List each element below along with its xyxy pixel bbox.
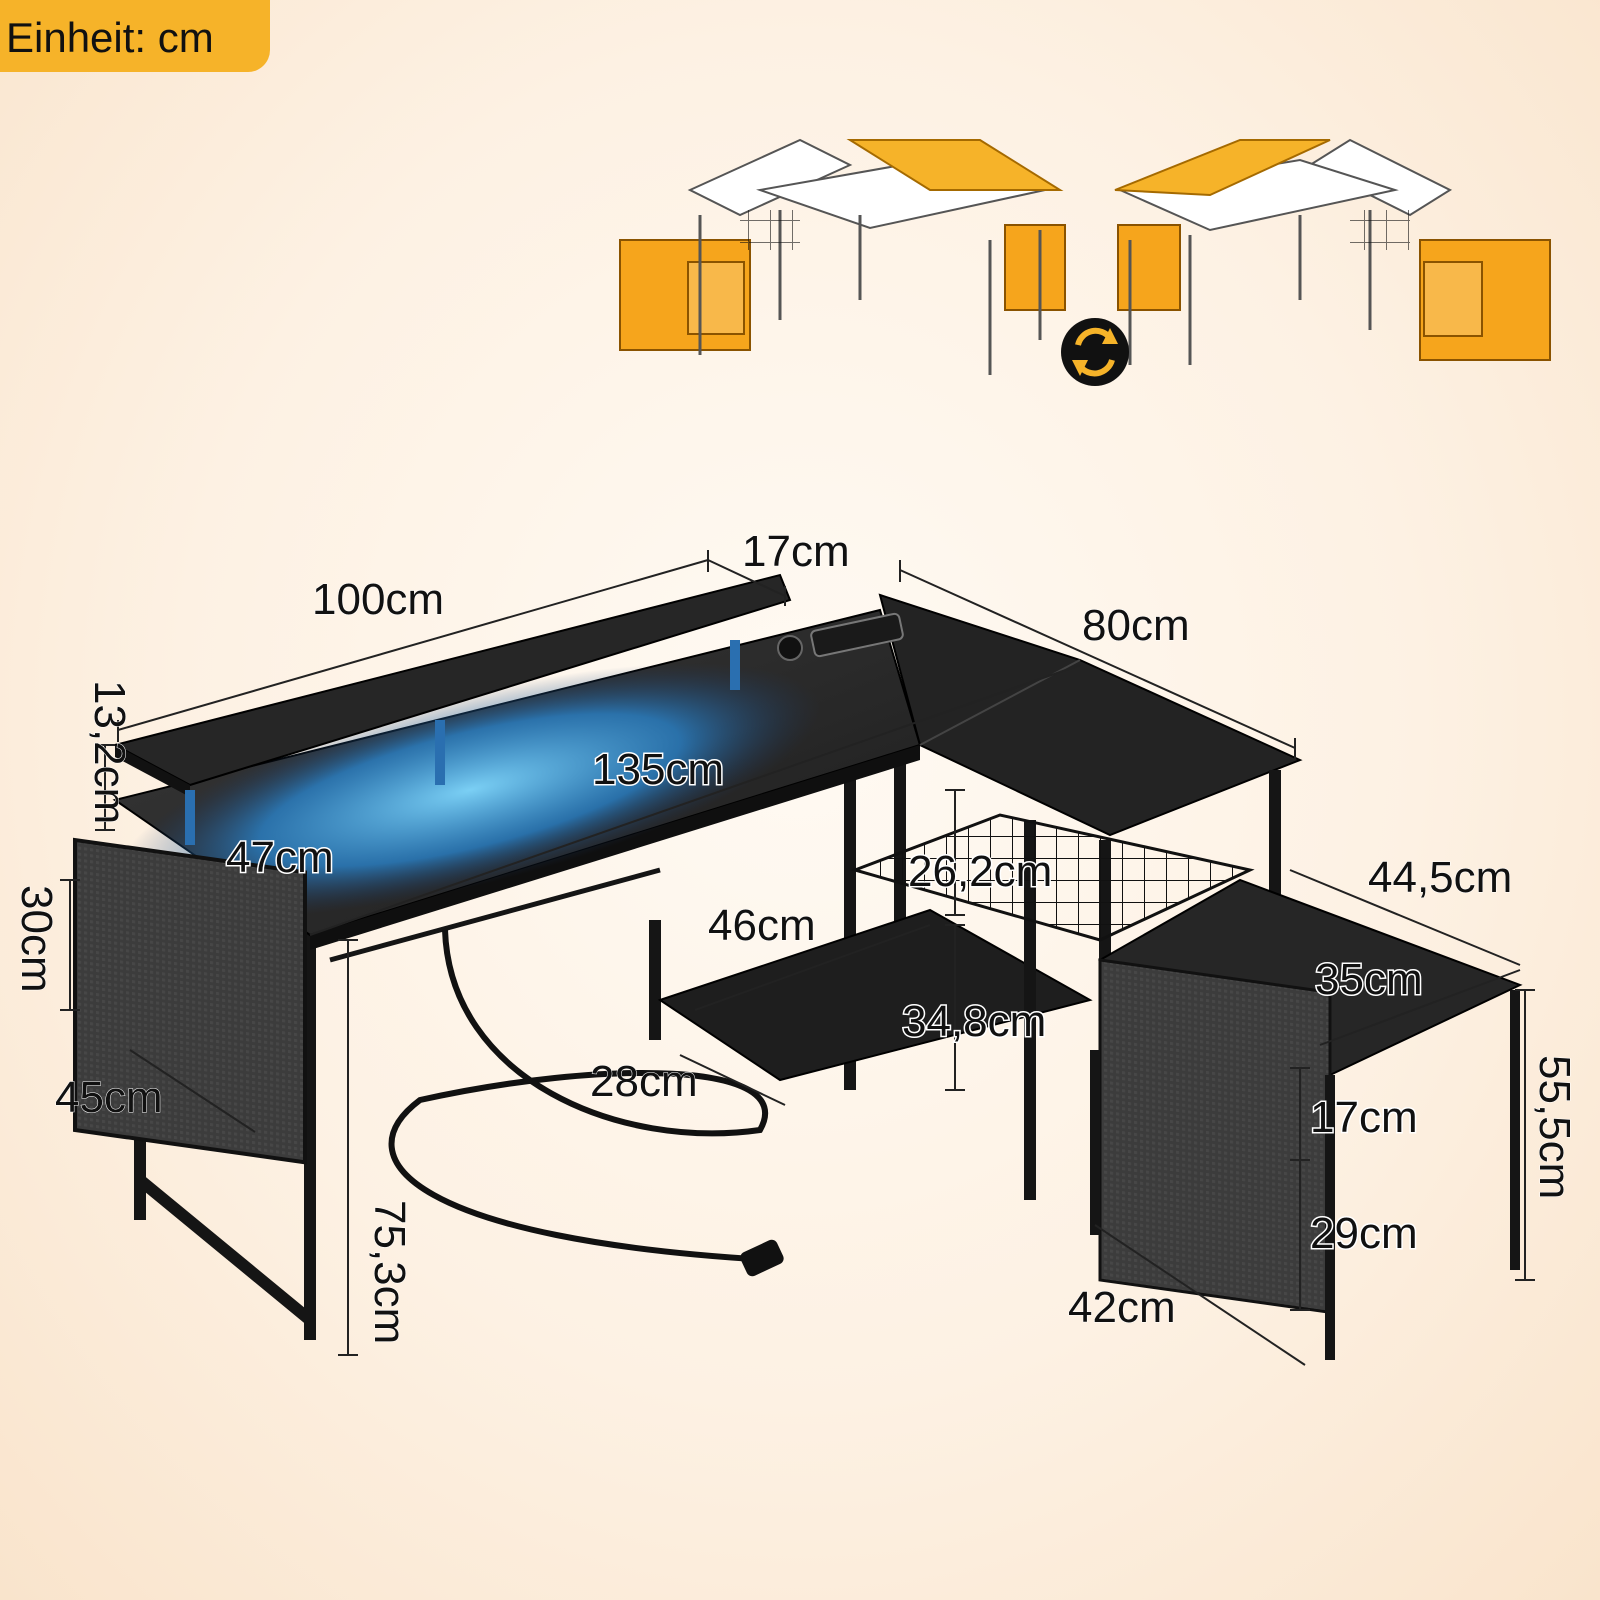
dimension-lines (60, 550, 1535, 1366)
dim-width-desk: 100cm (312, 575, 444, 624)
dim-lower-shelf-depth: 28cm (590, 1057, 698, 1106)
dim-drawer-top: 17cm (1310, 1093, 1418, 1142)
dim-riser-height: 13,2cm (85, 680, 134, 824)
dim-bag-height: 30cm (12, 885, 61, 993)
dim-shelf-width: 46cm (708, 901, 816, 950)
dim-desk-depth: 47cm (226, 833, 334, 882)
unit-label: Einheit: cm (6, 14, 214, 61)
dim-return-length: 80cm (1082, 601, 1190, 650)
dim-upper-shelf-height: 26,2cm (908, 847, 1052, 896)
dim-total-length: 135cm (592, 745, 724, 794)
dim-cabinet-top: 35cm (1315, 955, 1423, 1004)
config-left (619, 138, 1066, 375)
dim-bag-width: 45cm (55, 1073, 163, 1122)
unit-badge: Einheit: cm (0, 0, 270, 72)
dim-shelf-depth: 17cm (742, 527, 850, 576)
rotate-icon (1061, 318, 1129, 386)
dim-cabinet-height: 55,5cm (1530, 1055, 1579, 1199)
dim-cabinet-width: 42cm (1068, 1283, 1176, 1332)
dim-cabinet-depth: 44,5cm (1368, 853, 1512, 902)
dim-lower-shelf-height: 34,8cm (902, 997, 1046, 1046)
desk-illustration (73, 573, 1523, 1360)
dim-drawer-bottom: 29cm (1310, 1209, 1418, 1258)
dim-desk-height: 75,3cm (365, 1200, 414, 1344)
config-right (1114, 138, 1551, 365)
